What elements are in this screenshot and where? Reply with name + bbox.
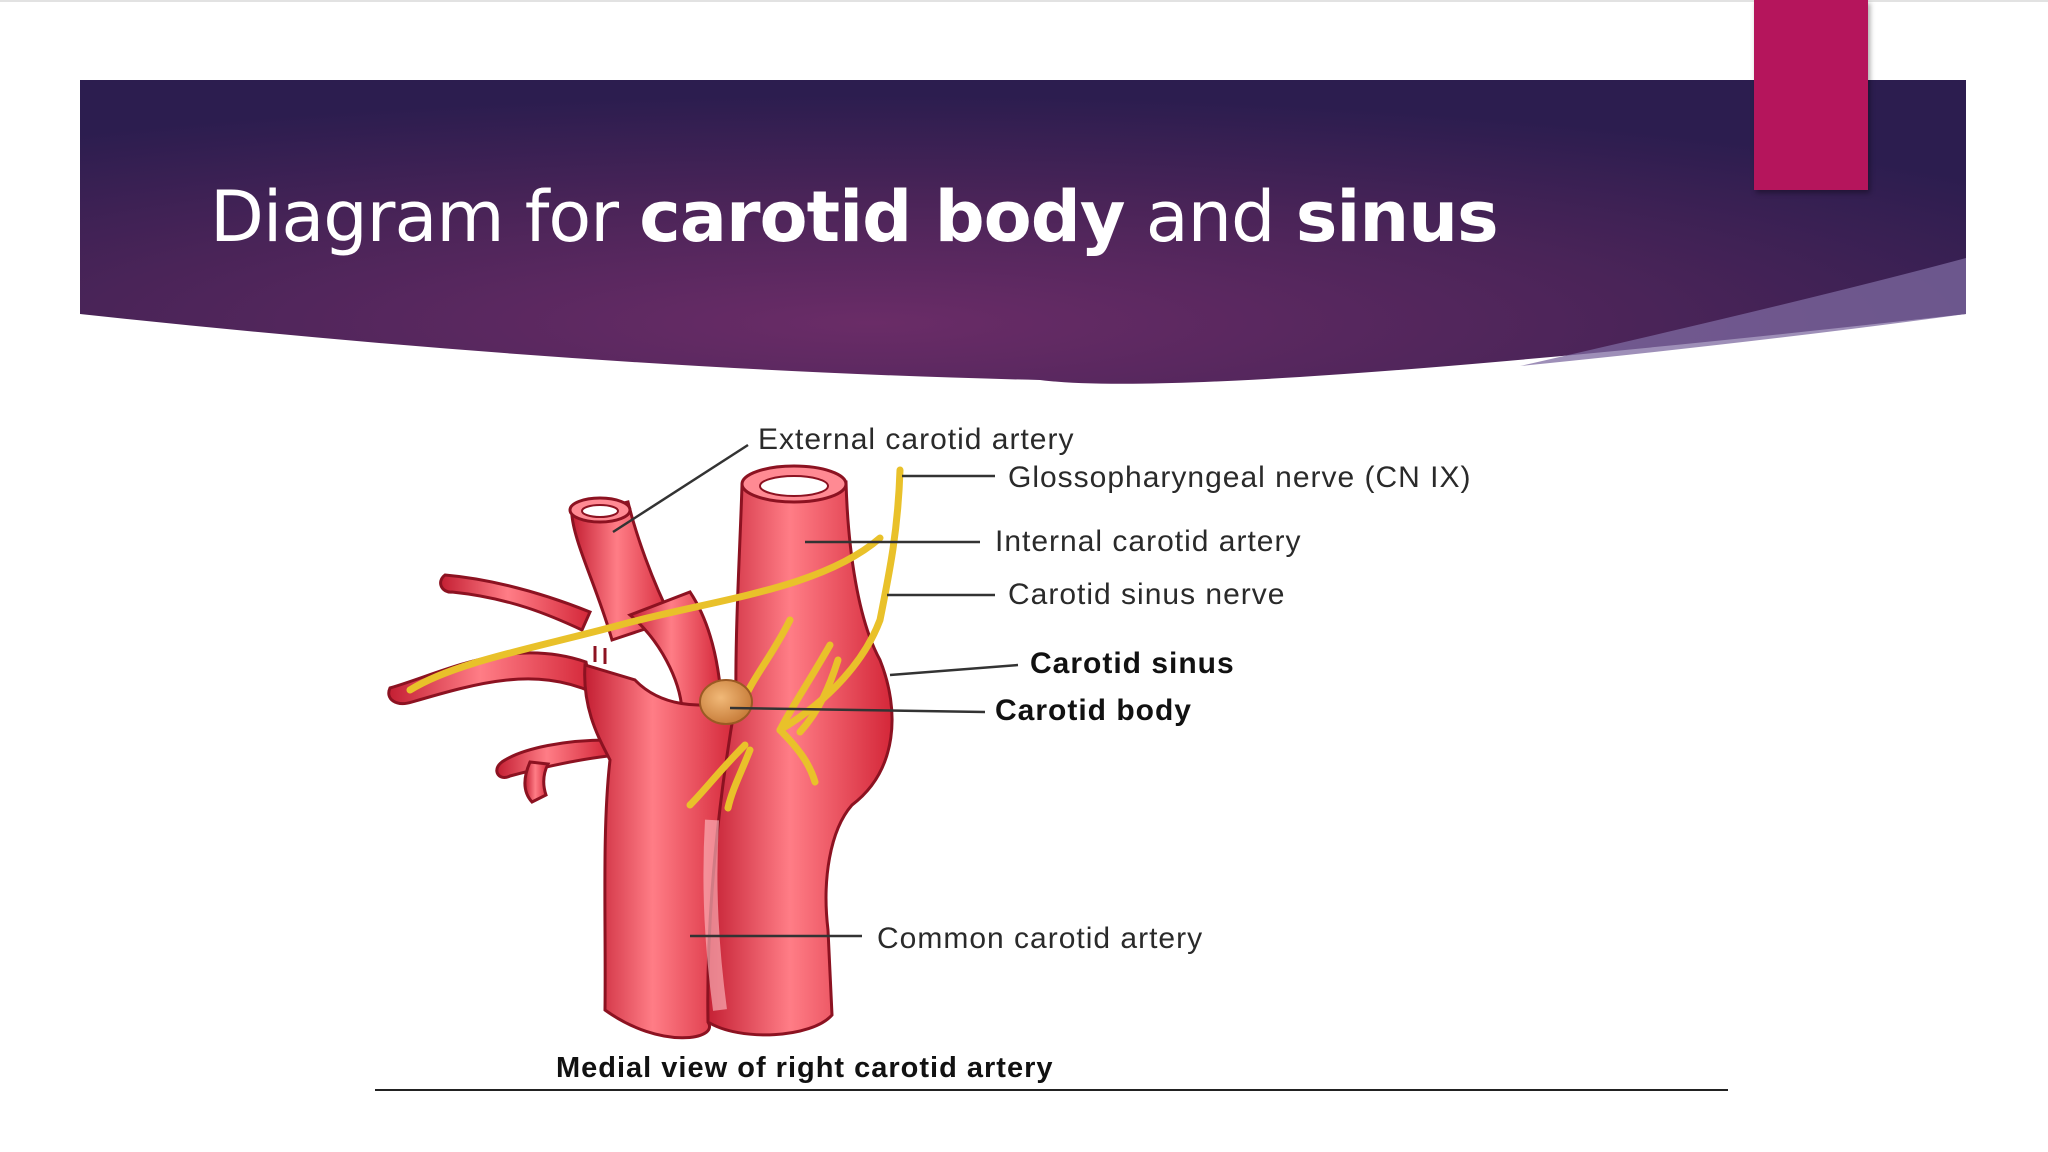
caption-rule — [375, 1089, 1728, 1091]
label-external-carotid-artery: External carotid artery — [758, 423, 1075, 456]
carotid-body-shape — [699, 679, 753, 725]
carotid-artery-illustration — [387, 443, 1019, 1040]
figure-caption: Medial view of right carotid artery — [556, 1052, 1054, 1084]
label-carotid-body: Carotid body — [995, 694, 1192, 727]
external-carotid-artery-shape — [570, 500, 675, 642]
accent-tab — [1754, 0, 1868, 190]
label-carotid-sinus: Carotid sinus — [1030, 647, 1235, 680]
label-carotid-sinus-nerve: Carotid sinus nerve — [1008, 578, 1286, 611]
label-common-carotid-artery: Common carotid artery — [877, 922, 1204, 955]
lower-branch-tip-shape — [523, 760, 551, 804]
label-internal-carotid-artery: Internal carotid artery — [995, 525, 1302, 558]
slide-title: Diagram for carotid body and sinus — [210, 176, 1499, 258]
lingual-branch-shape — [439, 573, 593, 633]
top-rule — [0, 0, 2048, 2]
label-glossopharyngeal-nerve: Glossopharyngeal nerve (CN IX) — [1008, 461, 1472, 494]
title-banner — [80, 80, 1966, 384]
glossopharyngeal-branch-shape — [406, 534, 884, 694]
lower-branch-shape — [495, 738, 610, 779]
